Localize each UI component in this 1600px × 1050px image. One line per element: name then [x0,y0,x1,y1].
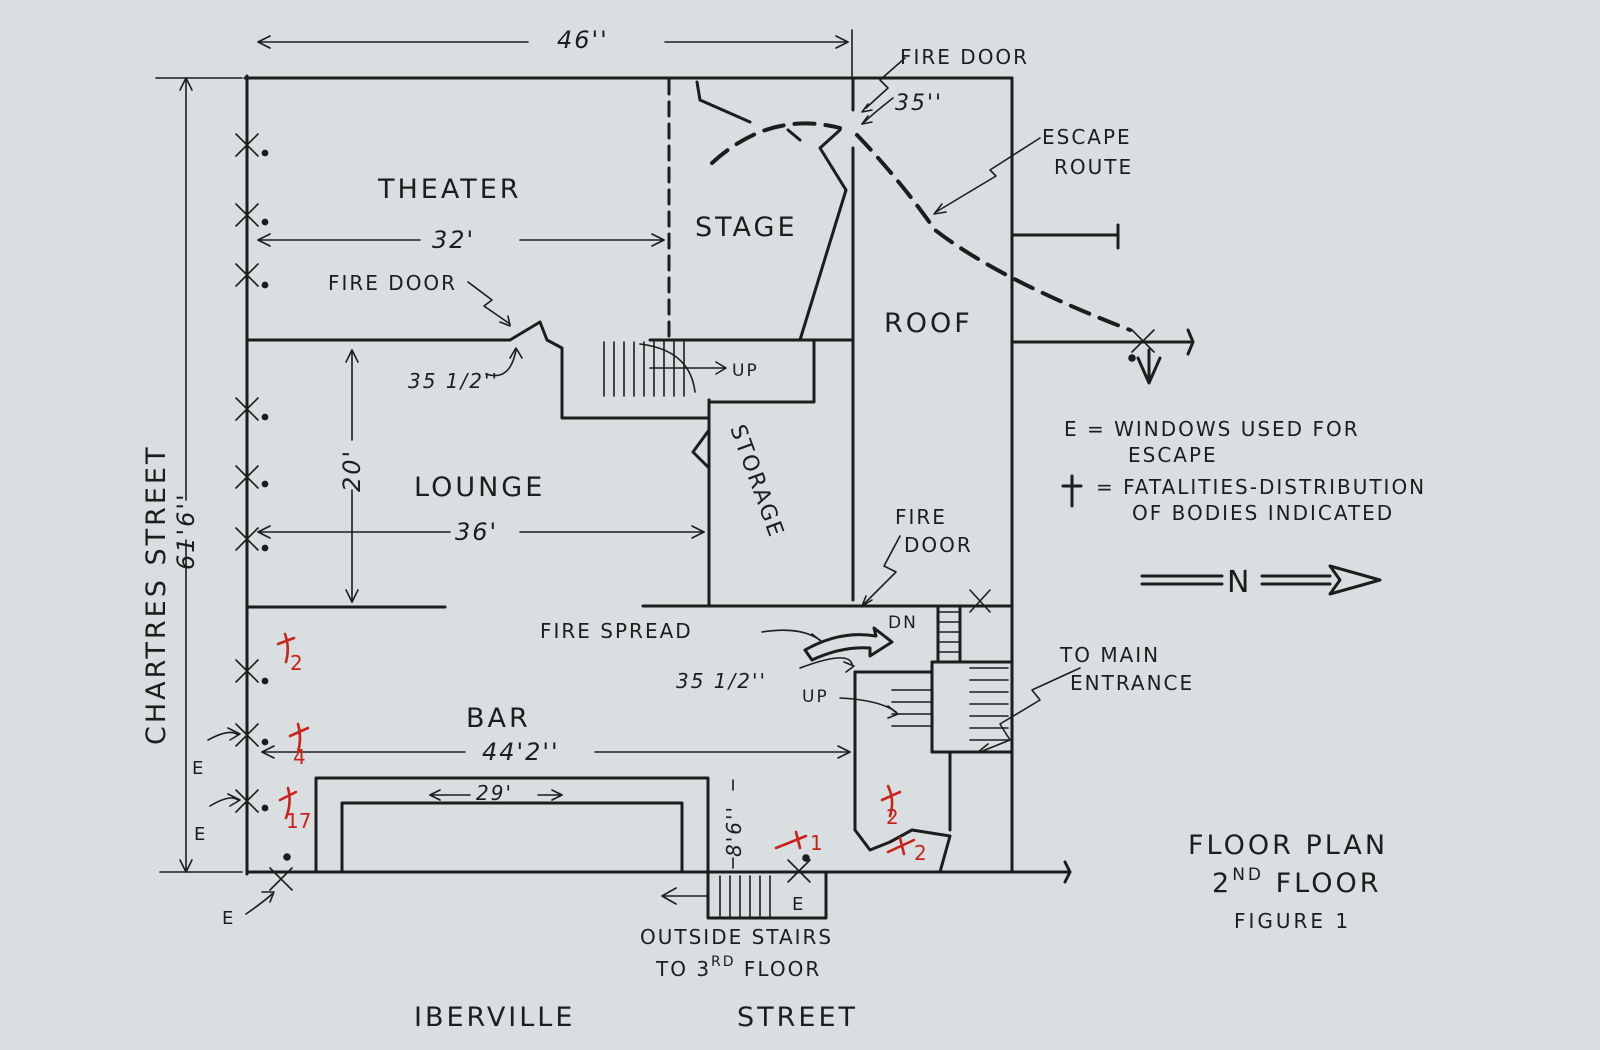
street-label-street: STREET [737,1002,858,1033]
legend-windows-line1: E = WINDOWS USED FOR [1064,417,1360,441]
room-label-storage: STORAGE [724,422,788,542]
escape-route [710,121,1162,385]
window-e-label: E [222,908,235,929]
label-fire-spread: FIRE SPREAD [540,619,693,643]
fatality-marker: 1 [774,830,823,855]
fatality-marker: 17 [278,786,311,833]
label-up-bar: UP [802,687,829,707]
room-label-lounge: LOUNGE [414,472,545,503]
fatality-markers: 2 4 17 1 2 2 [276,632,927,865]
fatality-marker: 2 [886,836,927,865]
dim-counter-depth: 8'6'' [722,805,746,857]
legend: E = WINDOWS USED FOR ESCAPE = FATALITIES… [1061,417,1426,600]
room-label-theater: THEATER [377,174,522,205]
dim-fire-door-lounge: 35 1/2'' [408,369,499,393]
room-label-roof: ROOF [884,308,973,339]
stair-treads [603,341,1009,917]
dim-bar-width: 44'2'' [482,738,560,766]
title-line1: FLOOR PLAN [1188,830,1388,861]
north-label: N [1227,565,1249,600]
svg-text:2: 2 [914,841,927,865]
fire-spread-arrow [803,626,894,662]
svg-text:2: 2 [290,651,303,675]
label-down: DN [888,613,918,633]
dim-lounge-width: 36' [455,518,498,546]
title-figure: FIGURE 1 [1234,909,1351,933]
room-label-stage: STAGE [695,212,798,243]
dimension-lines [155,29,853,873]
figure-title: FLOOR PLAN 2ND FLOOR FIGURE 1 [1188,830,1388,933]
dim-overall-width: 46'' [557,26,609,54]
window-e-label: E [192,758,205,779]
svg-text:17: 17 [286,809,311,833]
dim-fire-door-top: 35'' [895,91,943,116]
fatality-marker: 2 [880,784,902,829]
legend-windows-line2: ESCAPE [1128,443,1218,467]
window-e-label: E [194,824,207,845]
window-marks [235,133,1155,891]
label-fire-door-theater: FIRE DOOR [328,271,457,295]
label-fire-door-stair-2: DOOR [904,533,973,557]
room-label-bar: BAR [466,703,531,734]
label-up-storage: UP [732,361,759,381]
svg-text:1: 1 [810,831,823,855]
dagger-icon [1061,474,1083,508]
label-outside-stairs-1: OUTSIDE STAIRS [640,925,833,949]
title-line2: 2ND FLOOR [1212,865,1381,899]
label-escape: ESCAPE [1042,125,1132,149]
fatality-marker: 4 [288,722,310,769]
legend-fatalities-line2: OF BODIES INDICATED [1132,501,1394,525]
legend-fatalities-line1: = FATALITIES-DISTRIBUTION [1096,475,1426,499]
window-e-label: E [792,894,805,915]
street-label-iberville: IBERVILLE [414,1002,575,1033]
label-outside-stairs-2: TO 3RD FLOOR [655,954,821,981]
street-label-chartres: CHARTRES STREET [141,445,172,745]
fatality-marker: 2 [276,632,303,675]
label-fire-door-top: FIRE DOOR [900,45,1029,69]
label-main-entrance-2: ENTRANCE [1070,671,1194,695]
label-fire-door-stair-1: FIRE [895,505,947,529]
dim-counter-length: 29' [476,781,513,805]
label-main-entrance-1: TO MAIN [1059,643,1160,667]
dim-overall-depth: 61'6'' [172,492,200,570]
dim-fire-door-bar: 35 1/2'' [676,669,767,693]
dim-theater-width: 32' [432,226,475,254]
dim-lounge-depth: 20' [338,449,366,492]
pointer-arrows [207,57,1081,915]
svg-text:4: 4 [293,745,306,769]
label-route: ROUTE [1054,155,1133,179]
north-arrow-icon: N [1140,564,1382,600]
svg-text:2: 2 [886,805,899,829]
